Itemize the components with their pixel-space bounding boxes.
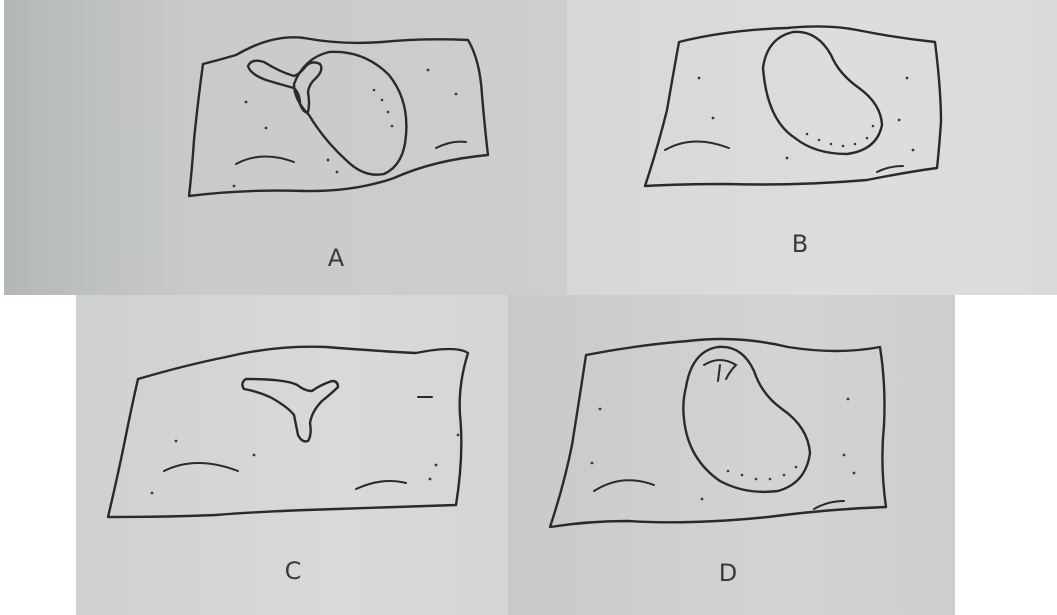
texture-dots <box>233 69 458 188</box>
seed-coat-crease <box>665 141 729 150</box>
seed-coat-crease <box>877 166 903 172</box>
panel-label: D <box>708 559 748 587</box>
sprouted-radicle <box>248 61 321 113</box>
seed-coat-outline <box>189 37 488 196</box>
sprouted-radicle <box>242 379 338 441</box>
seed-coat-crease <box>436 142 466 148</box>
panel-b: B <box>567 0 1057 295</box>
panel-label: B <box>780 230 820 258</box>
panel-label: C <box>273 557 313 585</box>
panel-a: A <box>4 0 567 295</box>
seed-coat-crease <box>164 463 238 471</box>
seed-coat-outline <box>550 339 886 527</box>
seed-coat-outline <box>108 347 468 517</box>
seed-coat-crease <box>236 156 294 164</box>
seed-coat-crease <box>594 480 654 491</box>
embryo-outline <box>294 52 406 175</box>
panel-label: A <box>316 244 356 272</box>
texture-dots <box>591 398 856 501</box>
seed-drawing-a <box>4 0 567 295</box>
seed-coat-crease <box>814 501 844 509</box>
panel-d: D <box>508 295 955 615</box>
embryo-outline <box>763 32 882 154</box>
seed-coat-outline <box>645 26 941 186</box>
embryo-outline <box>683 347 810 492</box>
seed-coat-crease <box>356 481 406 489</box>
panel-c: C <box>76 295 508 615</box>
emerging-radicle <box>704 360 736 381</box>
